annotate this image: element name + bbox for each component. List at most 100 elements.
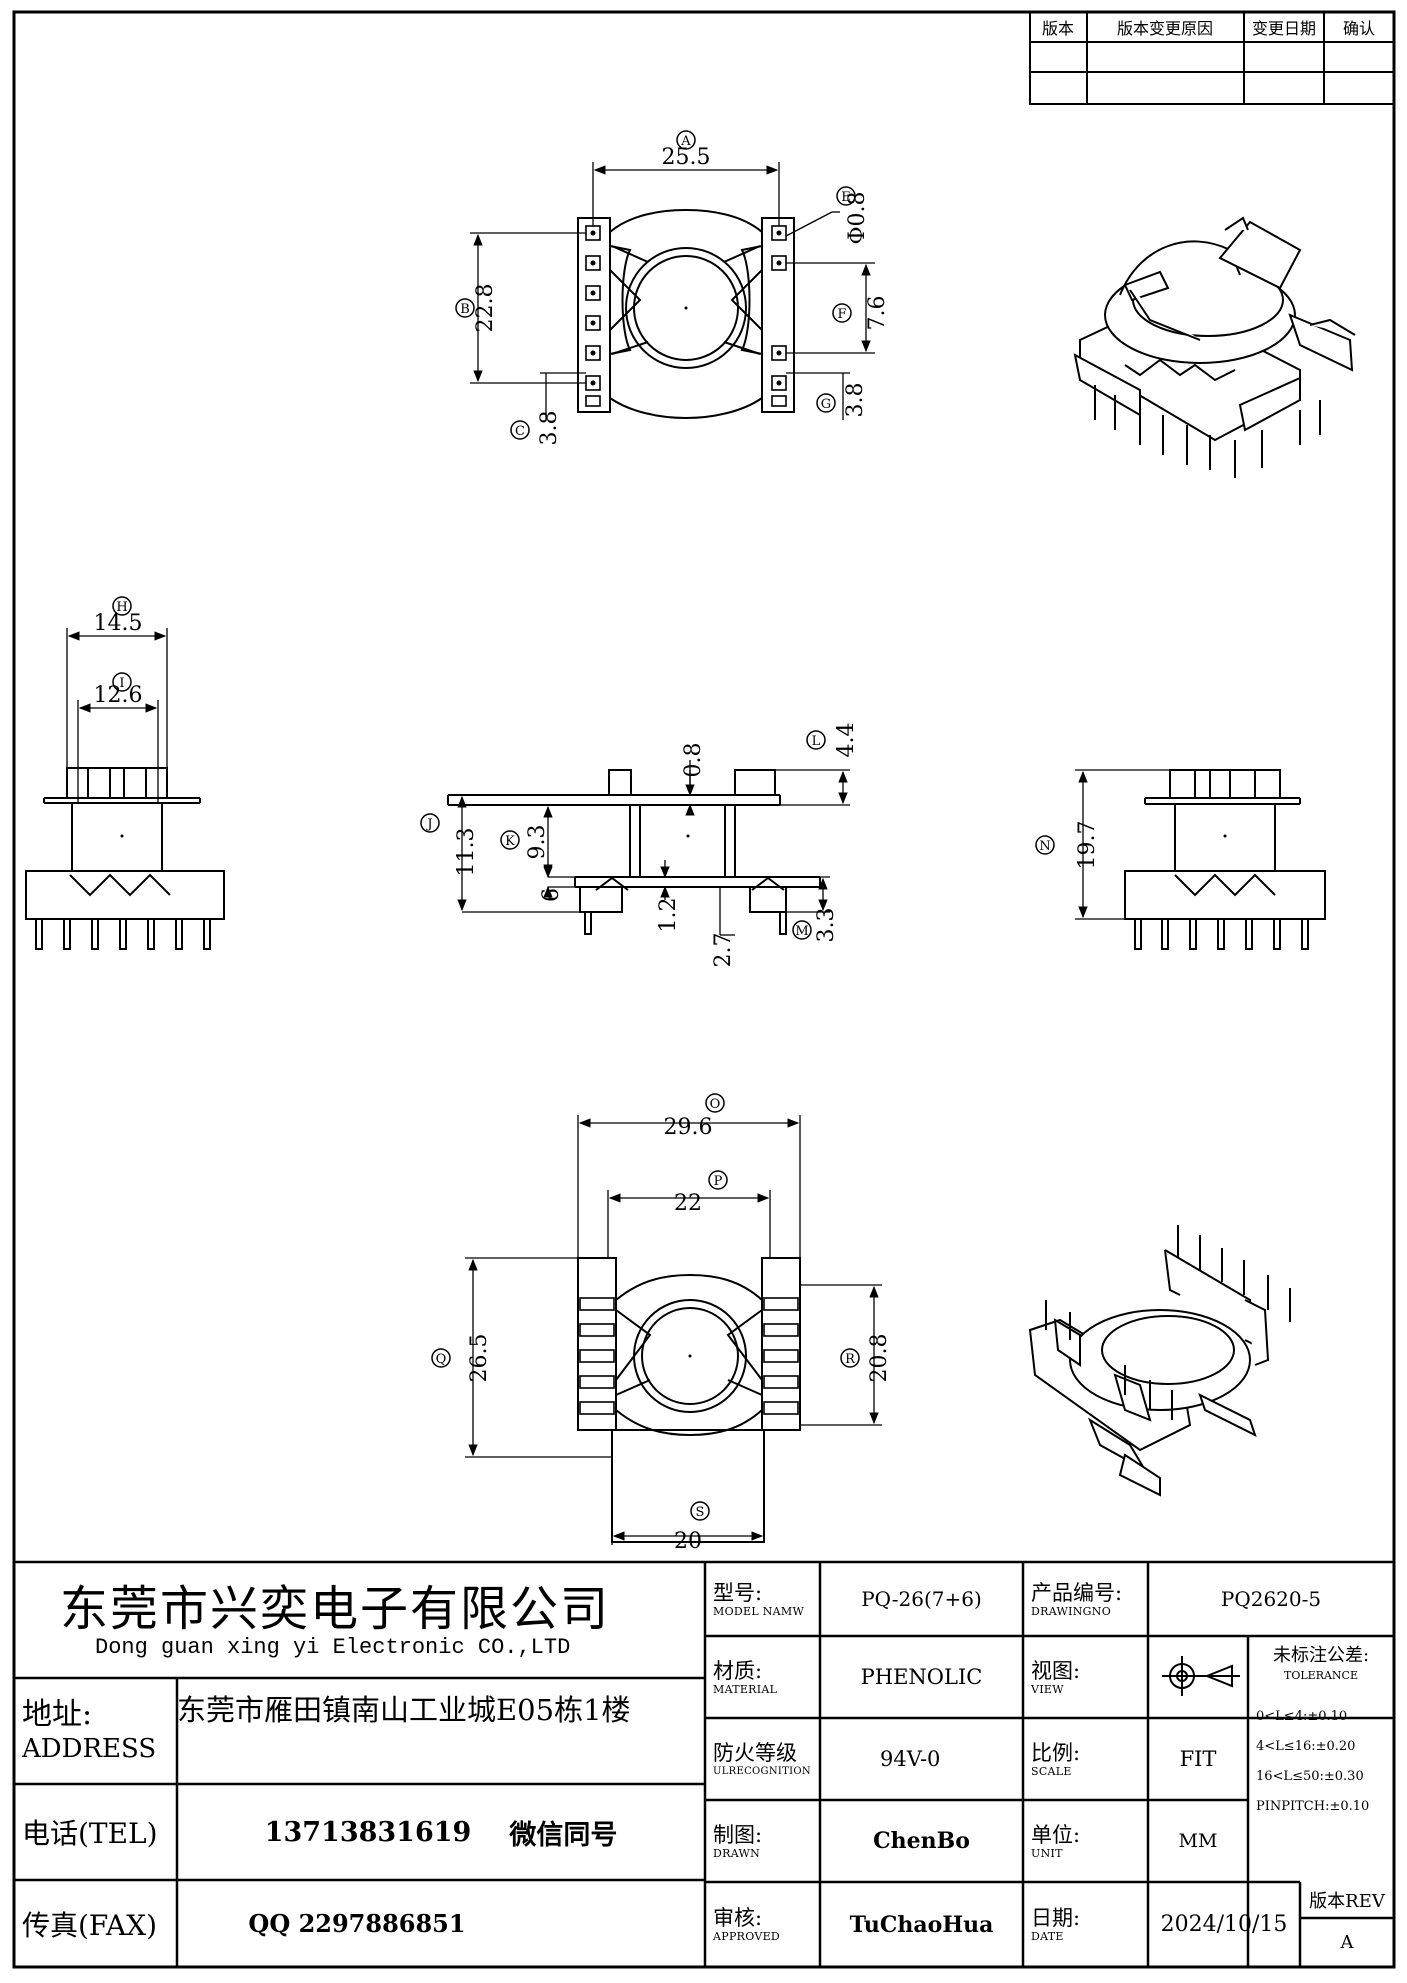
dim-m-value: 3.3 [814,908,839,943]
balloon-o-shape [705,1093,725,1113]
balloon-h-shape [112,596,132,616]
drawingno-label: 产品编号: DRAWINGNO [1023,1562,1156,1636]
rev-header-reason: 版本变更原因 [1117,19,1213,38]
bottom-view-dims [465,1115,882,1545]
tel-number: 13713831619 [264,1816,472,1848]
address-label: 地址: ADDRESS [14,1678,185,1784]
date-value: 2024/10/15 [1160,1912,1288,1937]
drawingno-label-cn: 产品编号: [1031,1580,1123,1605]
title-block-grid [14,1560,1394,1967]
material-label-cn: 材质: [713,1658,763,1683]
top-view-dimension-lines [470,162,875,420]
balloon-g: G [821,397,831,412]
bottom-view-pins [579,1297,799,1415]
fax-label: 传真(FAX) [22,1908,157,1942]
front-view-dims [448,760,850,936]
isometric-view-top [1073,216,1356,442]
dim-k-value: 9.3 [525,825,550,860]
top-view-pin-holes [590,230,782,386]
unit-label: 单位: UNIT [1023,1800,1156,1882]
left-side-view [25,767,225,920]
dim-r-value: 20.8 [867,1334,892,1383]
drawn-label-cn: 制图: [713,1822,763,1847]
balloon-r: R [845,1352,856,1367]
balloon-r-shape [840,1348,860,1368]
address-value: 东莞市雁田镇南山工业城E05栋1楼 [177,1693,631,1727]
balloon-l-shape [806,730,826,750]
tolerance-line-1: 0<L≤4:±0.10 [1256,1709,1348,1724]
balloon-n: N [1039,839,1050,854]
scale-label-cn: 比例: [1031,1740,1081,1765]
fire-value: 94V-0 [880,1747,941,1771]
dim-n-value: 19.7 [1075,821,1100,870]
address-label-cn: 地址: [22,1697,93,1732]
drawn-label: 制图: DRAWN [705,1800,828,1882]
dim-h-value: 14.5 [94,611,143,636]
dim-q-value: 26.5 [467,1334,492,1383]
tel-value: 13713831619 微信同号 [177,1784,705,1880]
view-label-cn: 视图: [1031,1658,1081,1683]
balloon-o: O [710,1097,721,1112]
date-label: 日期: DATE [1023,1882,1156,1967]
balloon-q-shape [431,1348,451,1368]
balloon-a: A [680,134,691,149]
isometric-view-bottom-pins [1045,1225,1291,1420]
tolerance-line-3: 16<L≤50:±0.30 [1256,1769,1364,1784]
drawn-label-en: DRAWN [713,1846,761,1860]
balloon-j-shape [420,813,440,833]
right-side-view-dims [1075,769,1170,920]
material-label-en: MATERIAL [713,1682,778,1696]
left-view-center [120,834,124,838]
top-view [577,208,795,420]
dim-l-value: 4.4 [834,723,859,758]
unit-value: MM [1178,1830,1218,1852]
drawingno-label-en: DRAWINGNO [1031,1604,1112,1618]
rev-label: 版本REV [1309,1891,1385,1912]
bottom-view [577,1257,801,1543]
front-view [447,769,821,913]
balloon-b: B [460,302,470,317]
material-value: PHENOLIC [860,1665,983,1689]
dim-p-value: 22 [674,1191,702,1216]
tel-label: 电话(TEL) [22,1817,158,1850]
scale-label: 比例: SCALE [1023,1718,1156,1800]
tolerance-line-4: PINPITCH:±0.10 [1256,1799,1370,1814]
rev-header-version: 版本 [1042,19,1074,38]
unit-label-en: UNIT [1031,1846,1063,1860]
model-value: PQ-26(7+6) [861,1587,982,1611]
dim-a-value: 25.5 [662,145,711,170]
dim-08-value: 0.8 [681,743,706,778]
balloon-m: M [795,924,808,939]
left-side-view-pins [35,918,211,950]
front-view-pins [584,911,787,935]
tolerance-line-2: 4<L≤16:±0.20 [1256,1739,1356,1754]
approved-label-cn: 审核: [713,1906,763,1930]
dim-c-value: 3.8 [537,411,562,446]
drawingno-value: PQ2620-5 [1220,1587,1322,1611]
top-view-pins [585,225,787,407]
dim-6-value: 6 [539,888,564,902]
balloon-i: I [119,676,124,691]
dim-i-value: 12.6 [94,683,143,708]
top-view-balloons [455,130,856,440]
balloon-k: K [505,834,515,849]
approved-label: 审核: APPROVED [705,1882,828,1967]
dim-s-value: 20 [674,1529,702,1554]
view-label-en: VIEW [1031,1682,1064,1696]
balloon-j: J [425,817,432,832]
model-label-en: MODEL NAMW [713,1604,805,1618]
fire-label: 防火等级 ULRECOGNITION [705,1718,828,1800]
dim-f-value: 7.6 [865,296,890,331]
balloon-m-shape [792,920,812,940]
fire-label-en: ULRECOGNITION [713,1765,811,1777]
isometric-view-bottom [1028,1249,1270,1497]
rev-value: A [1340,1932,1354,1953]
dim-e-value: Φ0.8 [845,191,870,244]
dim-g-value: 3.8 [843,383,868,418]
scale-value: FIT [1179,1747,1217,1771]
front-view-center [686,834,690,838]
scale-label-en: SCALE [1031,1764,1072,1778]
isometric-view-top-pins [1094,358,1321,478]
dim-o-value: 29.6 [664,1115,713,1140]
